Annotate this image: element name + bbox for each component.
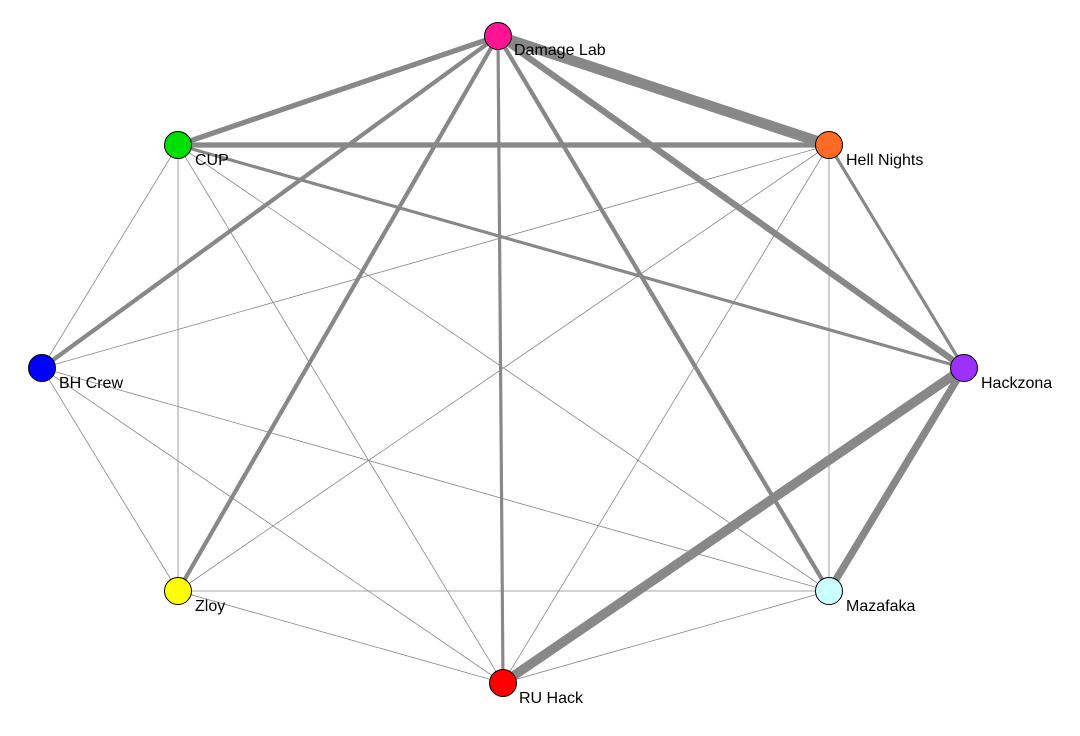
- edge-cup-bh-crew: [41, 144, 179, 369]
- edge-damage-lab-ru-hack: [496, 35, 505, 684]
- edges-layer: [40, 31, 968, 687]
- node-zloy[interactable]: [164, 577, 192, 605]
- node-cup[interactable]: [164, 131, 192, 159]
- edge-hell-nights-zloy: [177, 144, 830, 592]
- edge-hackzona-ru-hack: [500, 364, 967, 687]
- node-label-bh-crew: BH Crew: [59, 375, 123, 392]
- node-label-mazafaka: Mazafaka: [846, 598, 915, 615]
- node-hell-nights[interactable]: [815, 131, 843, 159]
- node-mazafaka[interactable]: [815, 577, 843, 605]
- edge-damage-lab-mazafaka: [496, 34, 831, 593]
- edge-bh-crew-zloy: [41, 367, 179, 592]
- edge-zloy-ru-hack: [177, 590, 504, 684]
- edge-ru-hack-mazafaka: [502, 590, 830, 684]
- edge-hell-nights-hackzona: [827, 144, 966, 369]
- node-label-ru-hack: RU Hack: [519, 690, 584, 707]
- edge-cup-ru-hack: [177, 144, 504, 684]
- node-hackzona[interactable]: [950, 354, 978, 382]
- nodes-layer: [28, 22, 978, 697]
- edge-cup-hackzona: [177, 143, 965, 370]
- edge-hell-nights-bh-crew: [41, 144, 830, 369]
- node-label-cup: CUP: [195, 152, 229, 169]
- edge-hell-nights-ru-hack: [502, 144, 830, 684]
- edge-hackzona-mazafaka: [825, 366, 968, 593]
- node-label-damage-lab: Damage Lab: [514, 42, 606, 59]
- node-ru-hack[interactable]: [489, 669, 517, 697]
- edge-bh-crew-ru-hack: [41, 367, 504, 684]
- edge-damage-lab-bh-crew: [40, 34, 500, 370]
- edge-damage-lab-hell-nights: [496, 31, 831, 150]
- node-bh-crew[interactable]: [28, 354, 56, 382]
- node-damage-lab[interactable]: [484, 22, 512, 50]
- node-label-hell-nights: Hell Nights: [846, 152, 923, 169]
- edge-bh-crew-mazafaka: [41, 367, 830, 592]
- edge-damage-lab-cup: [177, 33, 499, 148]
- node-label-hackzona: Hackzona: [981, 375, 1052, 392]
- edge-damage-lab-hackzona: [496, 33, 966, 371]
- node-label-zloy: Zloy: [195, 598, 225, 615]
- edge-damage-lab-zloy: [176, 34, 500, 593]
